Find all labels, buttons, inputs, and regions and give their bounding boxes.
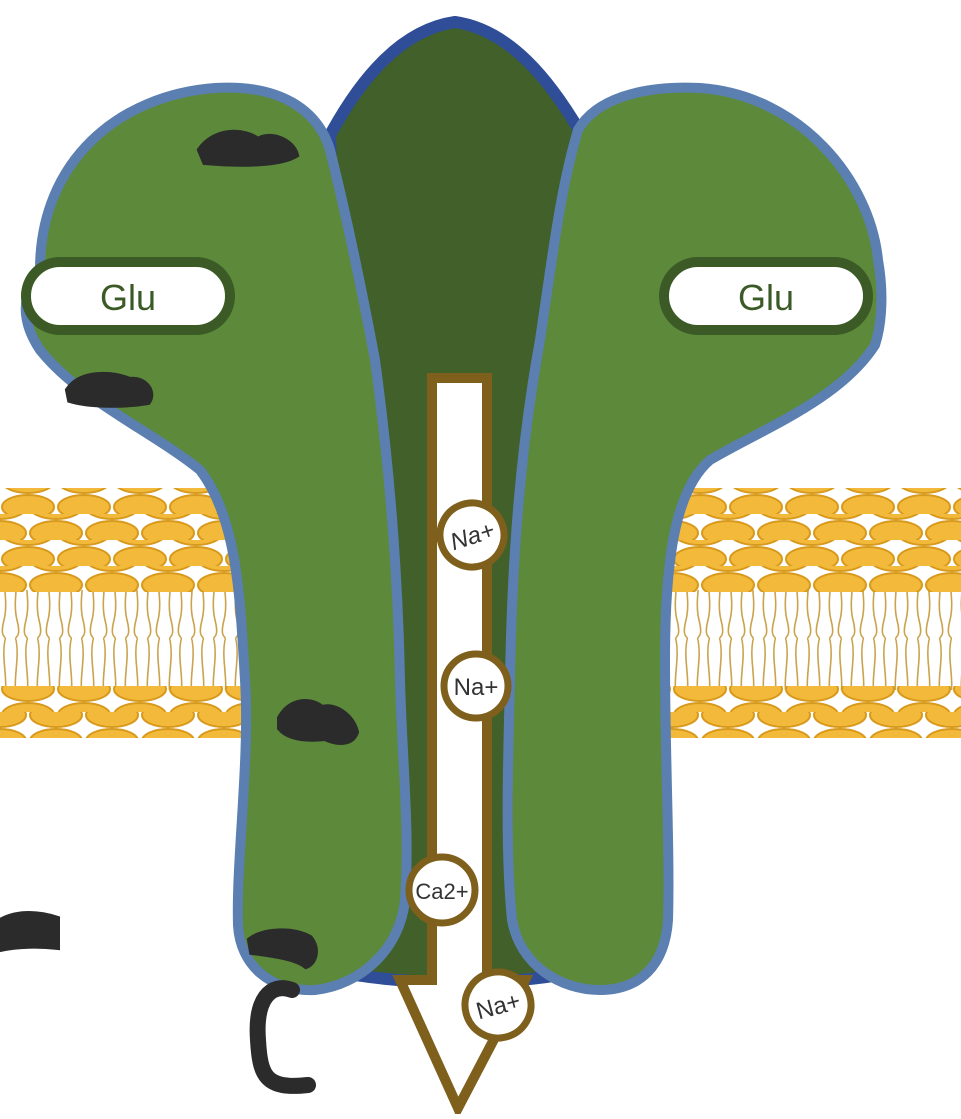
bracket-mark xyxy=(249,980,316,1094)
ion-sodium-3: Na+ xyxy=(461,968,535,1042)
redaction-marks xyxy=(0,129,360,1094)
svg-text:Ca2+: Ca2+ xyxy=(415,879,468,904)
ion-calcium: Ca2+ xyxy=(405,853,479,927)
scribble-left-mid xyxy=(64,371,154,408)
scribble-center xyxy=(277,699,360,745)
glu-right: Glu xyxy=(659,257,873,335)
glu-left-label: Glu xyxy=(100,277,156,318)
scribble-left-edge xyxy=(0,911,60,953)
scribble-top xyxy=(196,129,300,167)
channel-arrow xyxy=(392,373,534,1119)
glu-left: Glu xyxy=(21,257,235,335)
ion-sodium-2: Na+ xyxy=(440,650,512,722)
svg-text:Na+: Na+ xyxy=(454,674,499,701)
scribble-bottom xyxy=(246,928,318,970)
glu-right-label: Glu xyxy=(738,277,794,318)
ion-sodium-1: Na+ xyxy=(436,499,508,571)
